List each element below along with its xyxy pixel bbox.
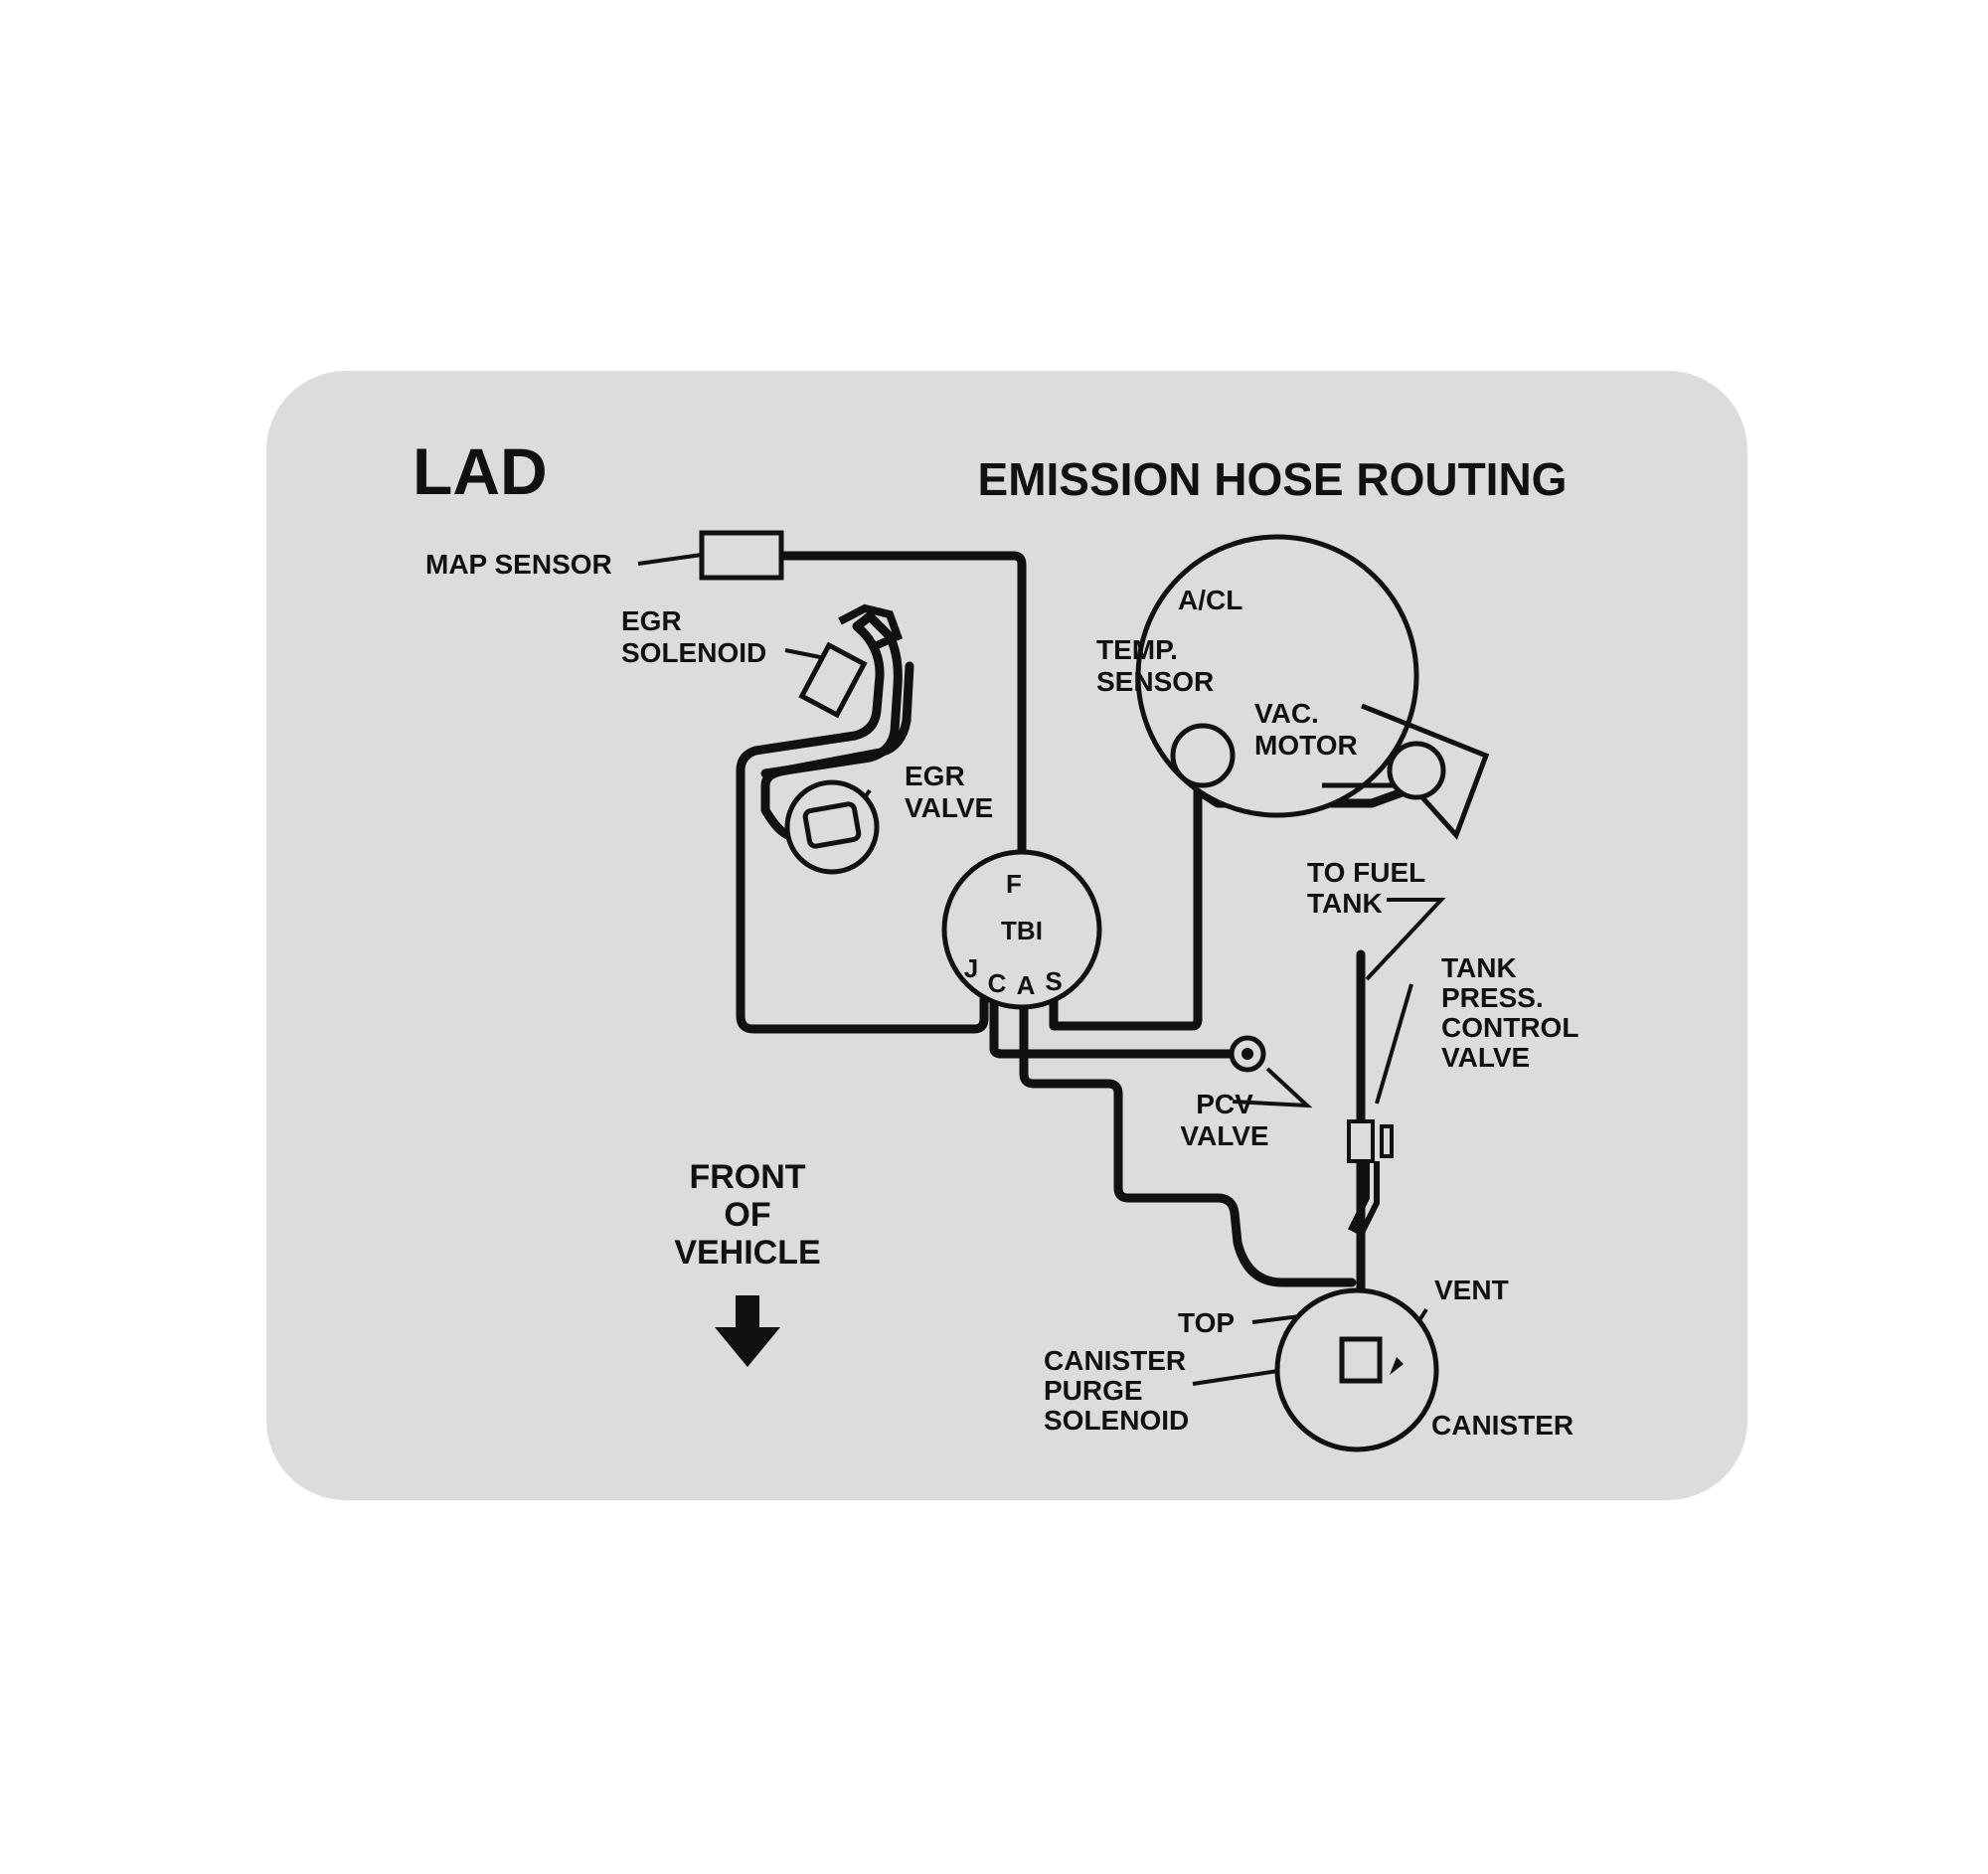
tbi-circle: [941, 849, 1102, 1010]
to-fuel-tank-label-2: TANK: [1307, 888, 1383, 919]
hose-pcv: [989, 994, 1238, 1059]
top-label: TOP: [1178, 1307, 1235, 1338]
canister-shape: [1274, 1287, 1439, 1452]
pcv-valve-label-2: VALVE: [1180, 1120, 1268, 1151]
pcv-valve-label-1: PCV: [1196, 1089, 1253, 1119]
vac-motor-circle: [1387, 741, 1446, 800]
tbi-port-s: S: [1045, 966, 1062, 996]
purge-solenoid-box: [1339, 1336, 1383, 1384]
label-code: LAD: [413, 434, 548, 508]
temp-sensor-label-1: TEMP.: [1096, 634, 1178, 665]
purge-solenoid-label-2: PURGE: [1044, 1375, 1143, 1406]
hose-egr-valve: [760, 661, 914, 841]
egr-valve-label-2: VALVE: [905, 792, 993, 823]
egr-solenoid-label-2: SOLENOID: [621, 637, 766, 668]
to-fuel-tank-label-1: TO FUEL: [1307, 857, 1425, 888]
air-cleaner-shape: [1135, 534, 1490, 840]
hose-map-sensor: [778, 551, 1027, 865]
tank-press-label-3: CONTROL: [1441, 1012, 1578, 1043]
tank-press-label-2: PRESS.: [1441, 982, 1544, 1013]
temp-sensor-circle: [1170, 723, 1236, 788]
front-label-1: FRONT: [689, 1158, 805, 1196]
tbi-port-a: A: [1017, 970, 1036, 1000]
canister-label: CANISTER: [1431, 1410, 1574, 1441]
tank-press-valve-shape: [1347, 1119, 1394, 1238]
hose-tbi-to-aircleaner: [1049, 766, 1203, 1031]
air-cleaner-label: A/CL: [1178, 585, 1242, 615]
front-label-3: VEHICLE: [674, 1234, 820, 1272]
egr-valve-shape: [784, 779, 880, 875]
label-title: EMISSION HOSE ROUTING: [978, 453, 1568, 505]
egr-solenoid-label-1: EGR: [621, 605, 682, 636]
map-sensor-label: MAP SENSOR: [425, 549, 612, 580]
map-sensor-box: [699, 530, 784, 581]
tbi-port-f: F: [1006, 869, 1022, 899]
vac-motor-label-1: VAC.: [1254, 698, 1319, 729]
arrow-down-icon: [715, 1295, 780, 1367]
hose-egr-solenoid: [736, 611, 989, 1034]
front-label-2: OF: [724, 1196, 770, 1234]
vac-motor-label-2: MOTOR: [1254, 730, 1358, 761]
vent-label: VENT: [1434, 1275, 1509, 1305]
pcv-valve-shape: [1229, 1035, 1266, 1073]
purge-solenoid-label-1: CANISTER: [1044, 1345, 1186, 1376]
egr-valve-label-1: EGR: [905, 761, 965, 791]
temp-sensor-label-2: SENSOR: [1096, 666, 1214, 697]
tbi-port-c: C: [988, 968, 1007, 998]
hose-canister-purge: [1019, 994, 1357, 1287]
tank-press-label-4: VALVE: [1441, 1042, 1530, 1073]
tbi-port-j: J: [964, 953, 978, 983]
tbi-label: TBI: [1001, 916, 1043, 945]
egr-solenoid-shape: [798, 603, 904, 719]
tank-press-label-1: TANK: [1441, 952, 1517, 983]
purge-solenoid-label-3: SOLENOID: [1044, 1405, 1189, 1436]
